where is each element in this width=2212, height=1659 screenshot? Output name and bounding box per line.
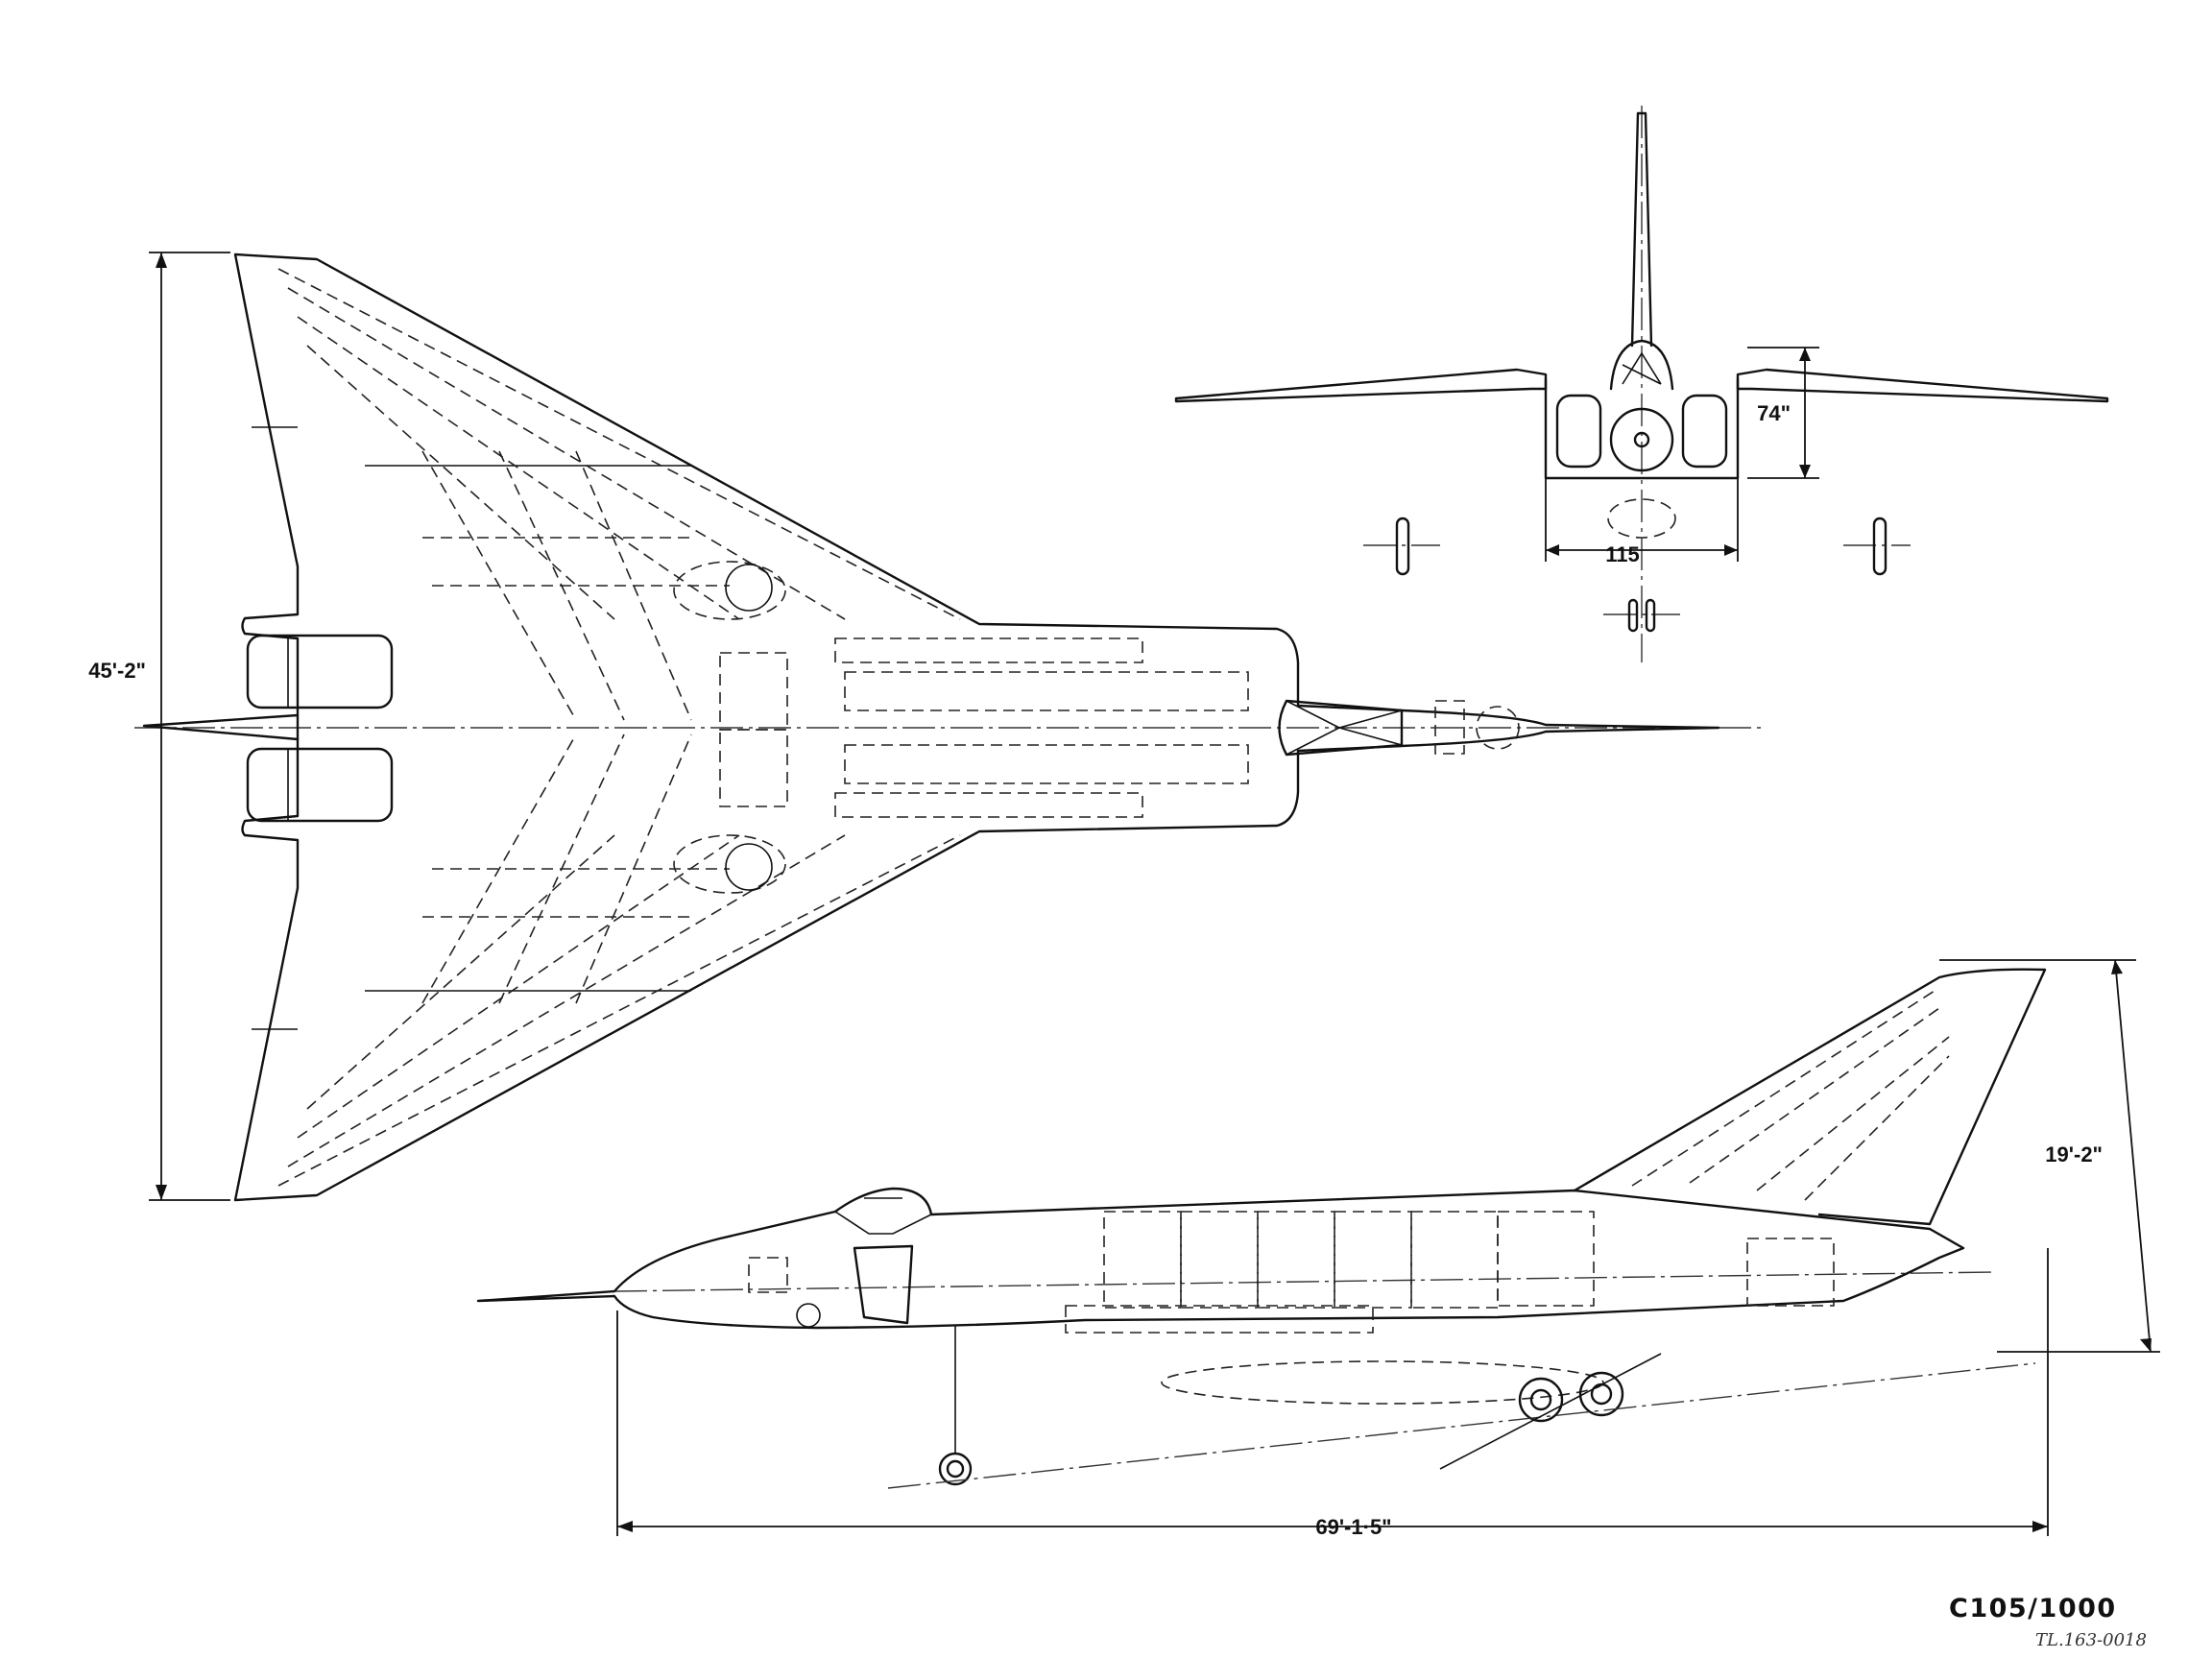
- drawing-number: C105/1000: [1949, 1594, 2117, 1623]
- reference-note: TL.163-0018: [2035, 1630, 2147, 1650]
- height-label: 19'-2": [2045, 1142, 2103, 1166]
- span-dimension: 45'-2": [88, 252, 230, 1201]
- plan-view: [134, 252, 1767, 1202]
- front-height-label: 74": [1757, 401, 1791, 425]
- length-label: 69'-1·5": [1315, 1515, 1391, 1539]
- front-view: 74" 115: [1174, 106, 2109, 662]
- front-track-label: 115: [1605, 542, 1640, 566]
- wing-outline: [233, 252, 1720, 1202]
- side-view: 69'-1·5" 19'-2": [476, 959, 2160, 1539]
- span-label: 45'-2": [88, 659, 146, 683]
